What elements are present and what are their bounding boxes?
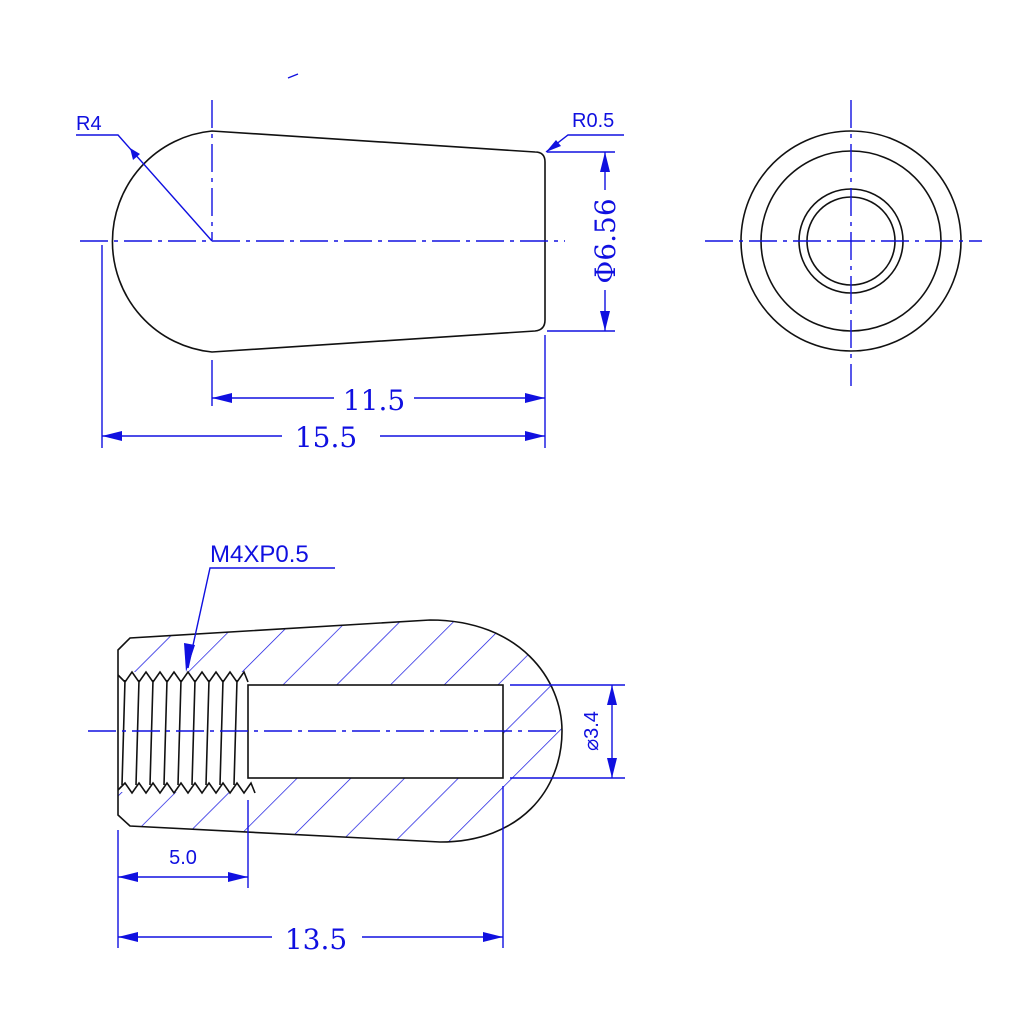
thread-leader bbox=[187, 567, 335, 669]
r4-arrow bbox=[130, 148, 140, 160]
thread-arrow bbox=[184, 643, 195, 672]
end-view bbox=[705, 100, 982, 386]
thread bbox=[117, 670, 256, 795]
thread-depth-label: 5.0 bbox=[169, 847, 197, 869]
bore-depth-label: 13.5 bbox=[285, 923, 347, 956]
length-total-label: 15.5 bbox=[295, 421, 357, 454]
length-inner-label: 11.5 bbox=[343, 384, 405, 417]
side-view: R4 R0.5 Φ6.56 11.5 15.5 bbox=[76, 100, 624, 454]
section-outline bbox=[117, 619, 563, 843]
bore-diameter-label: ⌀3.4 bbox=[581, 711, 603, 751]
stray-mark bbox=[287, 73, 299, 79]
r4-label: R4 bbox=[76, 113, 102, 135]
r05-label: R0.5 bbox=[572, 110, 614, 132]
r05-arrow bbox=[546, 140, 561, 152]
diameter-label: Φ6.56 bbox=[589, 198, 622, 283]
thread-label: M4XP0.5 bbox=[210, 541, 309, 568]
side-view-outline bbox=[111, 130, 546, 353]
section-view: M4XP0.5 ⌀3.4 5.0 13.5 bbox=[88, 541, 625, 956]
r4-leader bbox=[76, 134, 213, 242]
